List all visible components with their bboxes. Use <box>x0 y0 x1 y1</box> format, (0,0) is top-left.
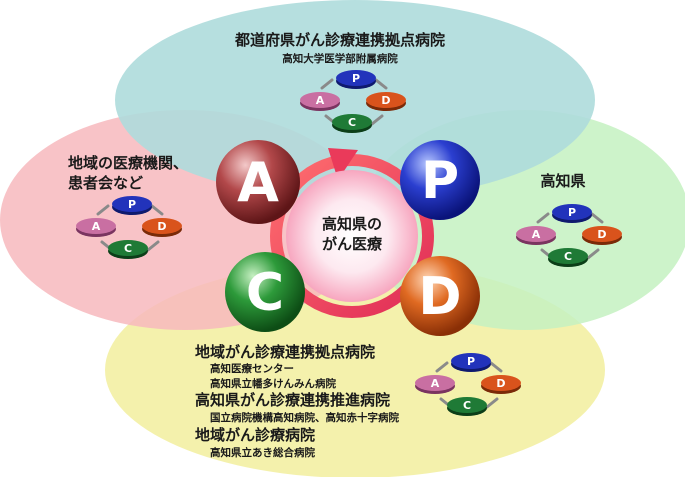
disc-d-left: D <box>142 218 182 237</box>
disc-letter-d-left: D <box>157 220 166 233</box>
cycle-arrow-right-1 <box>590 212 604 224</box>
bottom-group2-title: 高知県がん診療連携推進病院 <box>195 391 390 409</box>
left-region-line2: 患者会など <box>68 174 143 192</box>
bottom-group3-title: 地域がん診療病院 <box>195 426 315 444</box>
disc-c-bottom: C <box>447 397 487 416</box>
bottom-group1-item1: 高知医療センター <box>210 362 294 375</box>
cycle-arrow-left-2 <box>146 240 160 252</box>
orb-p: P <box>400 140 480 220</box>
pdca-cluster-left: P D C A <box>76 196 182 259</box>
disc-letter-a-top: A <box>316 94 325 107</box>
top-region-subtitle: 高知大学医学部附属病院 <box>282 52 398 65</box>
orb-a: A <box>216 140 300 224</box>
right-region-title: 高知県 <box>540 172 585 190</box>
cycle-arrow-icon <box>328 148 358 180</box>
orb-c: C <box>225 252 305 332</box>
disc-letter-c-bottom: C <box>463 399 471 412</box>
disc-c-left: C <box>108 240 148 259</box>
top-region-title: 都道府県がん診療連携拠点病院 <box>234 31 445 49</box>
disc-letter-p-right: P <box>568 206 576 219</box>
cycle-arrow-right-0 <box>536 212 550 224</box>
disc-letter-p-bottom: P <box>467 355 475 368</box>
orb-d: D <box>400 256 480 336</box>
disc-letter-d-right: D <box>597 228 606 241</box>
disc-a-right: A <box>516 226 556 245</box>
disc-letter-c-top: C <box>348 116 356 129</box>
disc-letter-c-left: C <box>124 242 132 255</box>
disc-p-top: P <box>336 70 376 89</box>
center-text-line2: がん医療 <box>322 235 383 253</box>
center-circle <box>286 170 418 302</box>
orb-d-letter: D <box>418 267 461 327</box>
disc-letter-a-right: A <box>532 228 541 241</box>
disc-d-bottom: D <box>481 375 521 394</box>
bottom-group3-item1: 高知県立あき総合病院 <box>210 446 315 459</box>
disc-letter-d-bottom: D <box>496 377 505 390</box>
bottom-group1-title: 地域がん診療連携拠点病院 <box>195 343 375 361</box>
orb-a-letter: A <box>237 151 279 214</box>
cycle-arrow-left-0 <box>96 204 110 216</box>
cycle-arrow-bottom-1 <box>489 361 503 373</box>
cycle-arrow-right-2 <box>586 248 600 260</box>
disc-a-top: A <box>300 92 340 111</box>
pdca-cluster-bottom: P D C A <box>415 353 521 416</box>
cycle-arrow-bottom-0 <box>435 361 449 373</box>
disc-p-bottom: P <box>451 353 491 372</box>
disc-letter-a-bottom: A <box>431 377 440 390</box>
disc-letter-d-top: D <box>381 94 390 107</box>
disc-p-right: P <box>552 204 592 223</box>
center-text-line1: 高知県の <box>322 215 382 233</box>
disc-p-left: P <box>112 196 152 215</box>
cycle-arrow-bottom-2 <box>485 397 499 409</box>
disc-letter-c-right: C <box>564 250 572 263</box>
disc-letter-p-left: P <box>128 198 136 211</box>
orb-c-letter: C <box>246 263 284 323</box>
pdca-cluster-right: P D C A <box>516 204 622 267</box>
disc-c-top: C <box>332 114 372 133</box>
disc-letter-a-left: A <box>92 220 101 233</box>
disc-d-right: D <box>582 226 622 245</box>
center-cycle <box>270 148 434 318</box>
pdca-cluster-top: P D C A <box>300 70 406 133</box>
left-region-line1: 地域の医療機関、 <box>68 154 188 172</box>
bottom-group1-item2: 高知県立幡多けんみん病院 <box>210 377 336 390</box>
disc-letter-p-top: P <box>352 72 360 85</box>
disc-d-top: D <box>366 92 406 111</box>
cycle-arrow-top-1 <box>374 78 388 90</box>
disc-a-left: A <box>76 218 116 237</box>
cycle-arrow-top-0 <box>320 78 334 90</box>
disc-a-bottom: A <box>415 375 455 394</box>
cycle-arrow-left-1 <box>150 204 164 216</box>
cycle-arrow-top-2 <box>370 114 384 126</box>
orb-p-letter: P <box>421 151 459 211</box>
bottom-group2-item1: 国立病院機構高知病院、高知赤十字病院 <box>210 411 399 424</box>
disc-c-right: C <box>548 248 588 267</box>
